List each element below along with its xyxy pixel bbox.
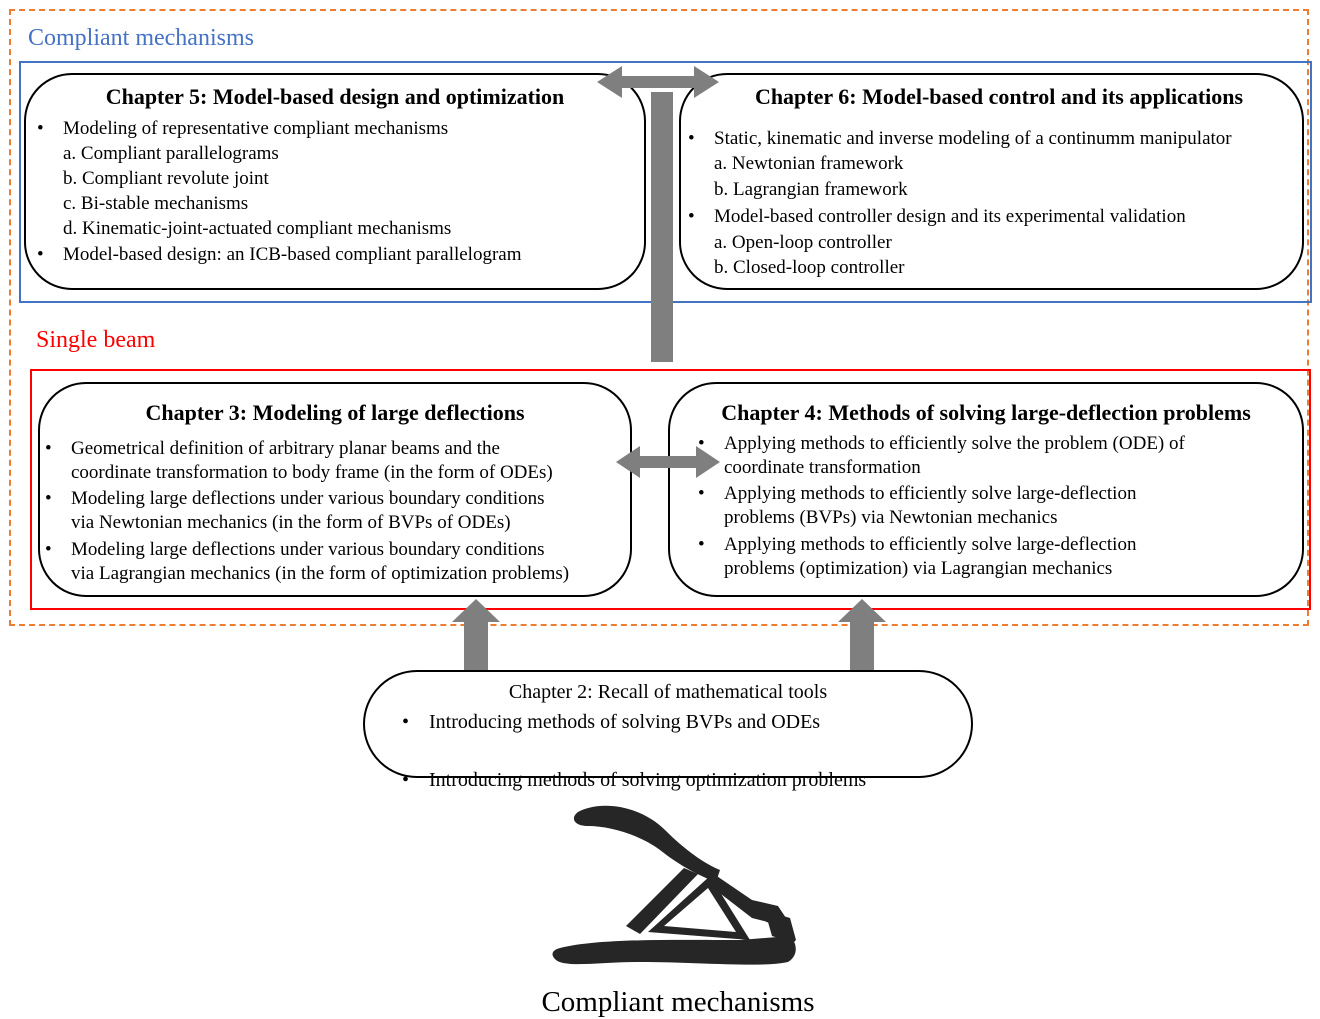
chapter4-item: Applying methods to efficiently solve la… <box>698 532 1136 558</box>
upper-handle-shape <box>573 805 720 882</box>
chapter5-subitem: b. Compliant revolute joint <box>63 168 269 189</box>
chapter3-item-continued: coordinate transformation to body frame … <box>71 462 553 483</box>
chapter2-box <box>363 670 973 778</box>
bullet-icon: • <box>402 711 410 733</box>
chapter4-title: Chapter 4: Methods of solving large-defl… <box>721 400 1251 425</box>
chapter5-subitem: d. Kinematic-joint-actuated compliant me… <box>63 218 452 239</box>
single-beam-frame <box>30 369 1311 610</box>
single-beam-label: Single beam <box>36 327 156 353</box>
chapter2-item-text: Introducing methods of solving BVPs and … <box>429 711 821 733</box>
compliant-mechanism-icon <box>552 805 796 965</box>
upper-jaw-shape <box>705 868 790 940</box>
chapter6-item: Static, kinematic and inverse modeling o… <box>688 126 1232 152</box>
chapter6-subitem: b. Lagrangian framework <box>714 179 908 200</box>
chapter4-item-continued: coordinate transformation <box>724 457 921 478</box>
chapter4-item: Applying methods to efficiently solve th… <box>698 431 1185 457</box>
chapter5-title: Chapter 5: Model-based design and optimi… <box>105 84 565 109</box>
chapter4-item-continued: problems (optimization) via Lagrangian m… <box>724 558 1113 579</box>
chapter6-title: Chapter 6: Model-based control and its a… <box>754 84 1244 109</box>
chapter3-item: Modeling large deflections under various… <box>45 537 544 563</box>
chapter5-item: Modeling of representative compliant mec… <box>37 116 448 142</box>
chapter6-box <box>679 73 1304 290</box>
lower-handle-shape <box>552 936 796 965</box>
chapter3-title: Chapter 3: Modeling of large deflections <box>145 400 525 425</box>
chapter3-item: Modeling large deflections under various… <box>45 486 544 512</box>
bullet-icon: • <box>402 769 410 791</box>
figure-caption: Compliant mechanisms <box>541 986 815 1018</box>
chapter6-subitem: a. Newtonian framework <box>714 153 904 174</box>
compliant-mechanisms-label: Compliant mechanisms <box>28 25 254 51</box>
chapter3-item-continued: via Newtonian mechanics (in the form of … <box>71 512 511 533</box>
chapter4-item: Applying methods to efficiently solve la… <box>698 481 1136 507</box>
chapter3-item: Geometrical definition of arbitrary plan… <box>45 436 500 462</box>
chapter2-item: • Introducing methods of solving BVPs and… <box>402 708 1320 737</box>
chapter3-item-continued: via Lagrangian mechanics (in the form of… <box>71 563 570 584</box>
chapter5-subitem: c. Bi-stable mechanisms <box>63 193 249 214</box>
diagonal-link-shape <box>626 868 698 934</box>
chapter6-subitem: b. Closed-loop controller <box>714 257 905 278</box>
chapter6-item: Model-based controller design and its ex… <box>688 204 1186 230</box>
triangular-frame-shape <box>648 876 750 940</box>
hook-shape <box>766 912 796 952</box>
chapter2-title: Chapter 2: Recall of mathematical tools <box>508 681 828 703</box>
chapter2-item: • Introducing methods of solving optimiza… <box>402 766 1320 795</box>
chapter2-item-text: Introducing methods of solving optimizat… <box>429 769 867 791</box>
chapter5-item: Model-based design: an ICB-based complia… <box>37 242 521 268</box>
chapter5-subitem: a. Compliant parallelograms <box>63 143 279 164</box>
chapter6-subitem: a. Open-loop controller <box>714 232 892 253</box>
outer-dashed-frame <box>9 9 1309 626</box>
chapter4-item-continued: problems (BVPs) via Newtonian mechanics <box>724 507 1058 528</box>
